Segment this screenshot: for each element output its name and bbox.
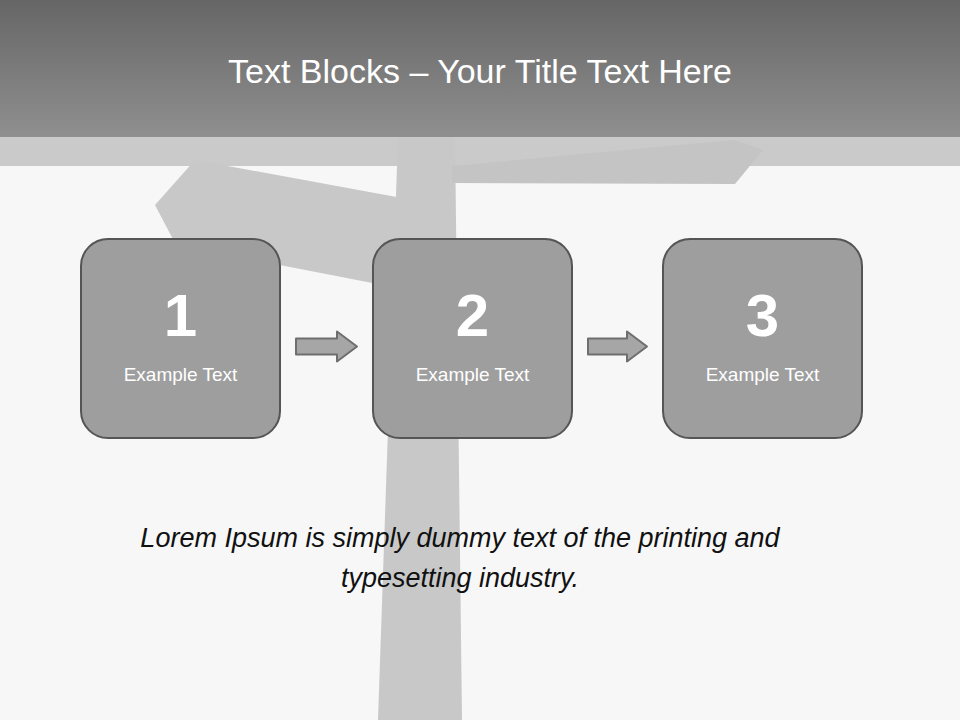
signpost-right-sign bbox=[452, 140, 763, 184]
caption-text: Lorem Ipsum is simply dummy text of the … bbox=[90, 518, 830, 598]
step-number: 3 bbox=[746, 286, 779, 346]
step-box: 3Example Text bbox=[662, 238, 863, 439]
step-box: 2Example Text bbox=[372, 238, 573, 439]
step-text: Example Text bbox=[706, 364, 820, 386]
step-text: Example Text bbox=[124, 364, 238, 386]
step-box: 1Example Text bbox=[80, 238, 281, 439]
slide-title: Text Blocks – Your Title Text Here bbox=[20, 52, 940, 91]
block-arrow bbox=[588, 332, 647, 362]
step-number: 2 bbox=[456, 286, 489, 346]
step-text: Example Text bbox=[416, 364, 530, 386]
header-band bbox=[0, 0, 960, 137]
header-stripe bbox=[0, 137, 960, 166]
step-number: 1 bbox=[164, 286, 197, 346]
block-arrow bbox=[296, 332, 357, 362]
